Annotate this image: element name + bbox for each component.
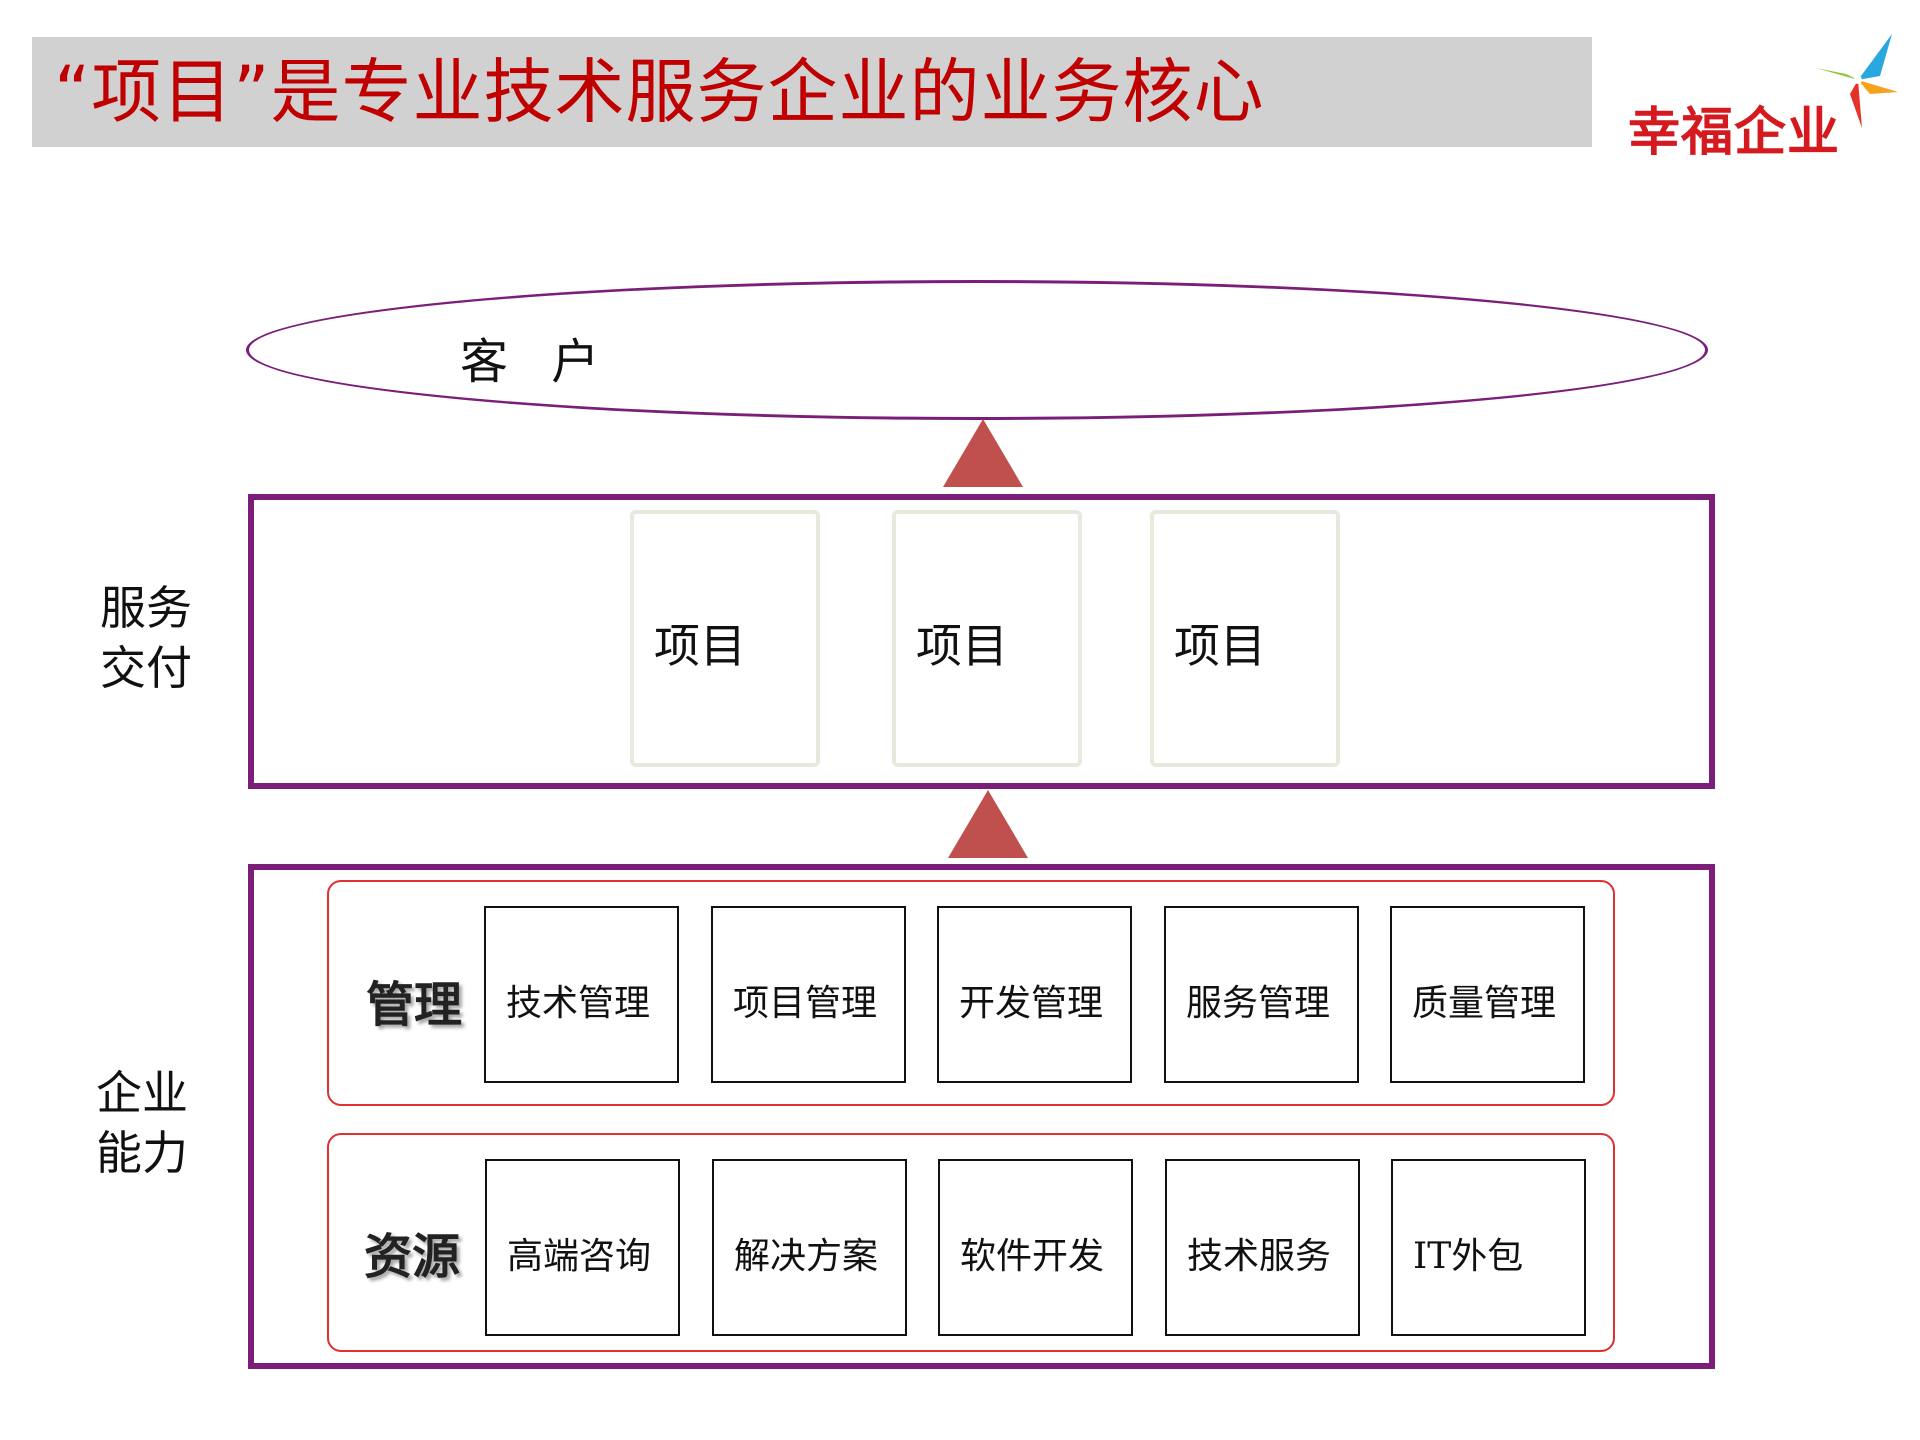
management-item: 开发管理 [937, 906, 1132, 1083]
resources-item: IT外包 [1391, 1159, 1586, 1336]
management-item-label: 服务管理 [1186, 983, 1331, 1024]
arrow-up-to-delivery [948, 790, 1028, 858]
capability-label-line2: 能力 [96, 1126, 188, 1180]
project-card: 项目 [892, 510, 1082, 767]
pinwheel-logo-icon [1816, 34, 1898, 128]
management-item: 项目管理 [711, 906, 906, 1083]
capability-label-line1: 企业 [96, 1066, 188, 1120]
capability-section-label: 企业 能力 [96, 1063, 188, 1183]
delivery-label-line2: 交付 [100, 641, 192, 695]
resources-item-label: 技术服务 [1187, 1236, 1332, 1277]
customer-label: 客 户 [460, 334, 614, 390]
resources-item-label: 解决方案 [734, 1236, 879, 1277]
resources-item: 高端咨询 [485, 1159, 680, 1336]
management-item-label: 技术管理 [506, 983, 651, 1024]
resources-group-label: 资源 [364, 1229, 461, 1285]
management-item-label: 质量管理 [1412, 983, 1557, 1024]
project-card-label: 项目 [1174, 619, 1266, 673]
resources-item: 解决方案 [712, 1159, 907, 1336]
resources-item-label: IT外包 [1413, 1236, 1524, 1277]
delivery-section-label: 服务 交付 [100, 578, 192, 698]
management-item-label: 项目管理 [733, 983, 878, 1024]
logo-text: 幸福企业 [1628, 103, 1841, 163]
project-card-label: 项目 [916, 619, 1008, 673]
arrow-up-to-customer [943, 419, 1023, 487]
customer-ellipse [246, 280, 1708, 420]
service-delivery-frame [248, 494, 1715, 789]
resources-item-label: 高端咨询 [507, 1236, 652, 1277]
management-item: 服务管理 [1164, 906, 1359, 1083]
resources-item: 软件开发 [938, 1159, 1133, 1336]
enterprise-capability-frame [248, 864, 1715, 1369]
delivery-label-line1: 服务 [100, 581, 192, 635]
management-item: 技术管理 [484, 906, 679, 1083]
management-item: 质量管理 [1390, 906, 1585, 1083]
resources-group [327, 1133, 1615, 1352]
management-group [327, 880, 1615, 1106]
project-card: 项目 [630, 510, 820, 767]
project-card-label: 项目 [654, 619, 746, 673]
project-card: 项目 [1150, 510, 1340, 767]
page-title: “项目”是专业技术服务企业的业务核心 [54, 51, 1265, 133]
management-item-label: 开发管理 [959, 983, 1104, 1024]
management-group-label: 管理 [366, 977, 463, 1033]
resources-item-label: 软件开发 [960, 1236, 1105, 1277]
company-logo: 幸福企业 [1620, 32, 1900, 163]
resources-item: 技术服务 [1165, 1159, 1360, 1336]
title-bar: “项目”是专业技术服务企业的业务核心 [32, 37, 1592, 147]
